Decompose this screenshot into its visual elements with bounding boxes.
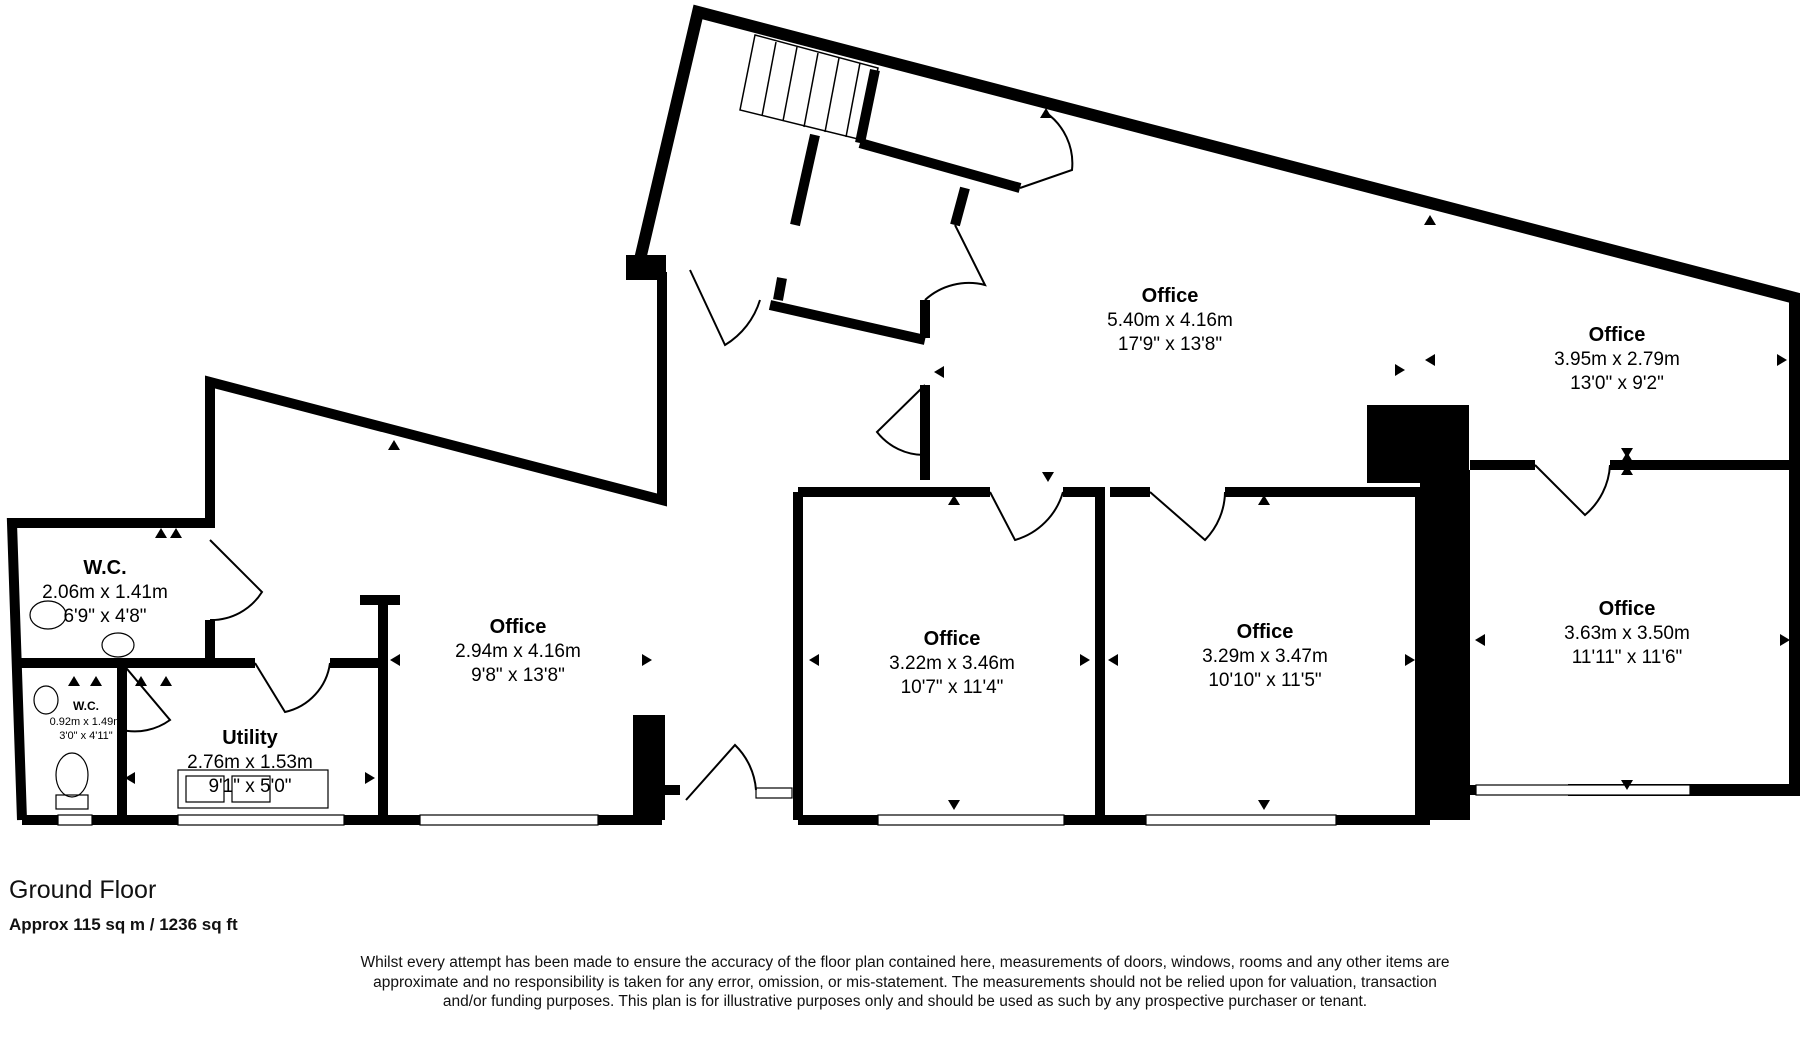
- measurement-arrows: [68, 108, 1790, 810]
- room-imperial-office-left: 9'8" x 13'8": [471, 665, 565, 686]
- room-imperial-utility: 9'1" x 5'0": [208, 776, 291, 797]
- room-name-wc-small: W.C.: [73, 699, 99, 713]
- room-name-office-1: Office: [924, 628, 981, 650]
- room-imperial-office-2: 10'10" x 11'5": [1208, 670, 1321, 691]
- floor-area: Approx 115 sq m / 1236 sq ft: [9, 915, 238, 934]
- room-name-office-left: Office: [490, 616, 547, 638]
- disclaimer-text: Whilst every attempt has been made to en…: [360, 954, 1450, 1010]
- room-metric-office-2: 3.29m x 3.47m: [1202, 646, 1328, 667]
- basin-icon: [101, 632, 135, 658]
- room-imperial-office-3: 11'11" x 11'6": [1572, 647, 1683, 668]
- staircase: [739, 34, 879, 141]
- floor-title: Ground Floor: [9, 876, 157, 904]
- room-imperial-wc-large: 6'9" x 4'8": [63, 606, 146, 627]
- room-metric-office-1: 3.22m x 3.46m: [889, 653, 1015, 674]
- room-name-office-3: Office: [1599, 598, 1656, 620]
- floor-plan: Office 5.40m x 4.16m 17'9" x 13'8" Offic…: [6, 4, 1800, 826]
- room-name-office-2: Office: [1237, 621, 1294, 643]
- room-imperial-office-main: 17'9" x 13'8": [1118, 334, 1222, 355]
- doors: [121, 111, 1611, 801]
- sink-unit: [177, 769, 329, 809]
- room-metric-utility: 2.76m x 1.53m: [187, 752, 313, 773]
- room-name-office-ne: Office: [1589, 324, 1646, 346]
- toilet-icon: [55, 752, 89, 798]
- room-name-utility: Utility: [222, 727, 278, 749]
- windows: [57, 784, 1691, 826]
- room-imperial-office-ne: 13'0" x 9'2": [1570, 373, 1664, 394]
- room-metric-office-main: 5.40m x 4.16m: [1107, 310, 1233, 331]
- room-metric-office-3: 3.63m x 3.50m: [1564, 623, 1690, 644]
- room-imperial-office-1: 10'7" x 11'4": [901, 677, 1004, 698]
- exterior-wall-left-wc: [6, 272, 667, 821]
- room-metric-wc-small: 0.92m x 1.49m: [50, 716, 123, 728]
- structural-columns: [626, 255, 1470, 820]
- room-name-office-main: Office: [1142, 285, 1199, 307]
- room-metric-wc-large: 2.06m x 1.41m: [42, 582, 168, 603]
- room-imperial-wc-small: 3'0" x 4'11": [59, 730, 112, 742]
- room-metric-office-ne: 3.95m x 2.79m: [1554, 349, 1680, 370]
- exterior-wall-top-stair: [632, 4, 1800, 796]
- room-metric-office-left: 2.94m x 4.16m: [455, 641, 581, 662]
- fixtures: [29, 600, 329, 810]
- room-labels: Office 5.40m x 4.16m 17'9" x 13'8" Offic…: [42, 285, 1690, 797]
- room-name-wc-large: W.C.: [83, 557, 126, 579]
